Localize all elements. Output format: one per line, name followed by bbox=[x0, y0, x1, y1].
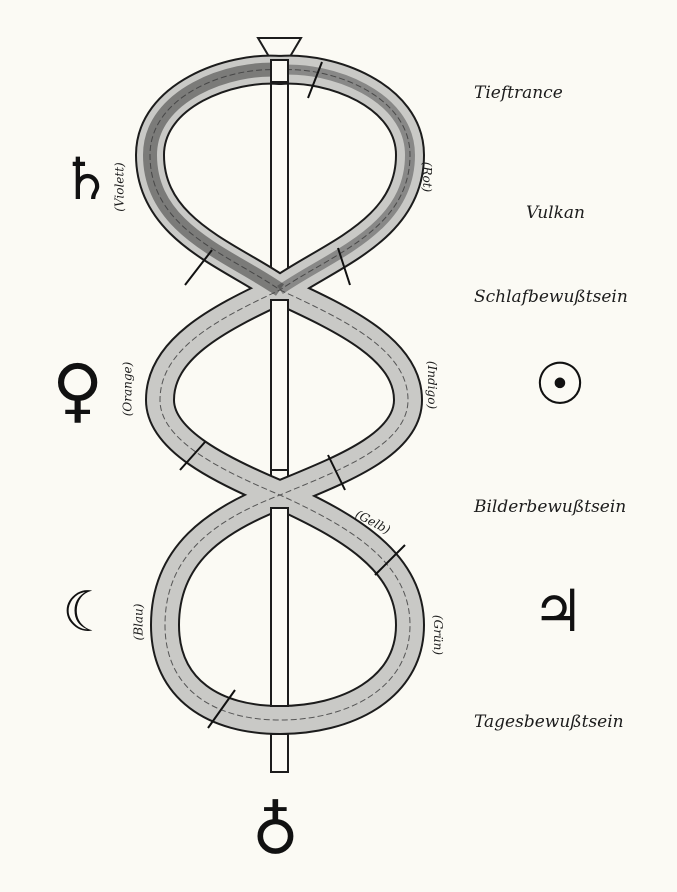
segment-ticks bbox=[180, 62, 405, 728]
color-tag-blau: (Blau) bbox=[131, 604, 145, 641]
color-tag-indigo: (Indigo) bbox=[425, 361, 439, 409]
moon-icon: ☾ bbox=[62, 585, 112, 641]
color-tag-violett: (Violett) bbox=[113, 162, 127, 211]
level-label-vulkan: Vulkan bbox=[526, 203, 585, 223]
earth-icon: ♁ bbox=[252, 800, 299, 864]
level-label-tieftrance: Tieftrance bbox=[474, 83, 563, 103]
band-shade-left bbox=[150, 70, 280, 290]
saturn-icon: ♄ bbox=[60, 150, 112, 208]
level-label-schlafbewusstsein: Schlafbewußtsein bbox=[474, 287, 628, 307]
color-tag-gruen: (Grün) bbox=[431, 615, 445, 655]
sun-icon: ☉ bbox=[534, 355, 586, 413]
venus-icon: ♀ bbox=[52, 355, 103, 425]
level-label-tagesbewusstsein: Tagesbewußtsein bbox=[474, 712, 624, 732]
color-tag-orange: (Orange) bbox=[120, 362, 134, 417]
jupiter-icon: ♃ bbox=[532, 582, 584, 640]
color-tag-rot: (Rot) bbox=[420, 162, 434, 192]
level-label-bilderbewusstsein: Bilderbewußtsein bbox=[474, 497, 626, 517]
